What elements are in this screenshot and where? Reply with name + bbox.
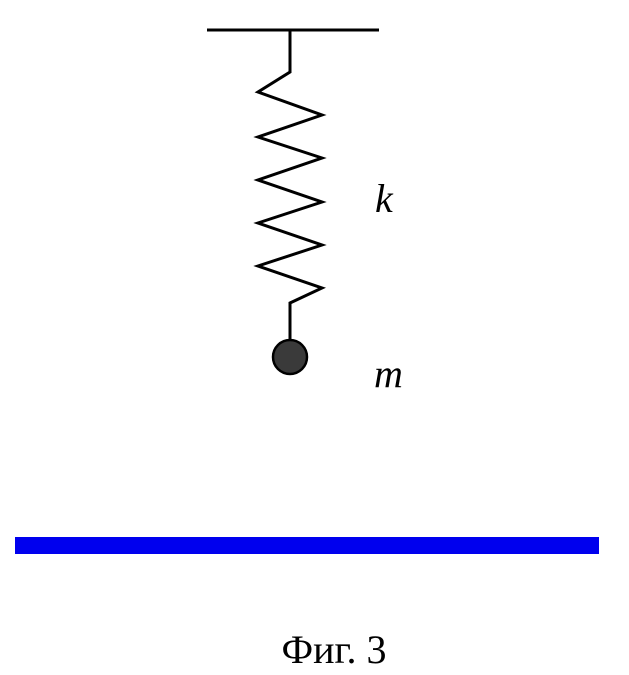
floor-line xyxy=(15,537,599,554)
spring-constant-label: k xyxy=(375,176,394,221)
mass-label: m xyxy=(374,351,403,396)
mass xyxy=(271,338,309,376)
figure-caption: Фиг. 3 xyxy=(282,627,387,672)
spring xyxy=(253,30,327,340)
